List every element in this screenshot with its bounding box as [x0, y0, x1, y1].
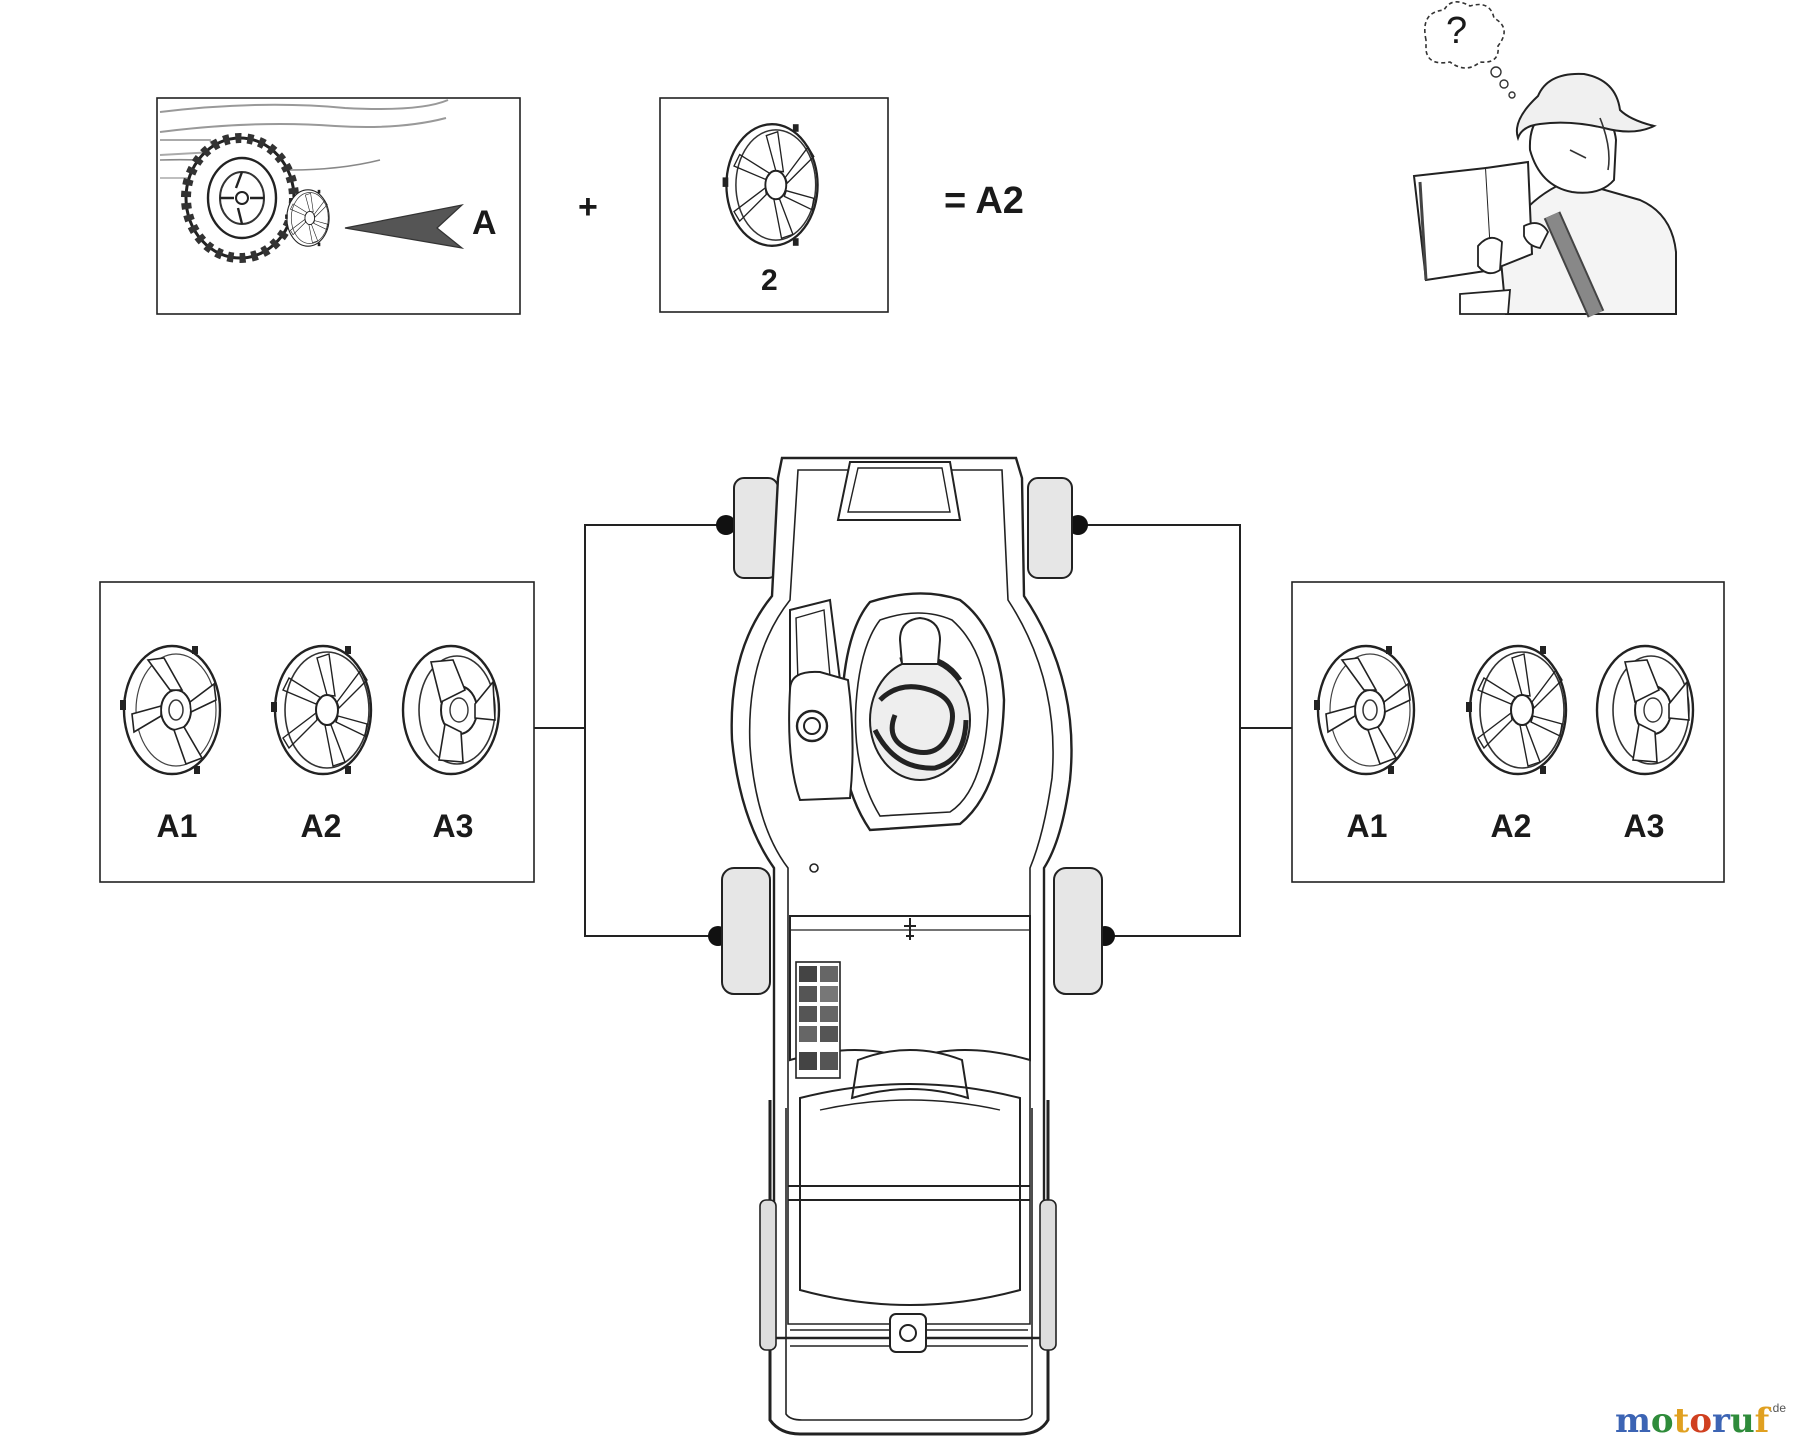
reader-figure-illustration — [1412, 1, 1677, 318]
wheel-rear-left — [721, 867, 771, 995]
right-option-a3-label: A3 — [1623, 808, 1665, 844]
wheel-front-left — [733, 477, 779, 579]
callout-wheel-box — [156, 97, 521, 315]
motoruf-watermark: motoruf.de — [1615, 1401, 1786, 1441]
left-option-a1-label: A1 — [156, 808, 198, 844]
wheel-front-right — [1027, 477, 1073, 579]
result-label: = A2 — [944, 180, 1024, 222]
watermark-letter: r — [1712, 1401, 1730, 1441]
pointer-arrow — [344, 204, 465, 249]
watermark-letter: f — [1754, 1401, 1770, 1441]
right-option-a1-label: A1 — [1346, 808, 1388, 844]
wheel-rear-right — [1053, 867, 1103, 995]
left-option-a3-label: A3 — [432, 808, 474, 844]
plus-sign: + — [578, 188, 598, 226]
connector-lines — [534, 524, 1292, 937]
watermark-letter: o — [1650, 1401, 1674, 1441]
callout-hubcap-box — [659, 97, 889, 313]
lawnmower-top-view — [721, 456, 1103, 1436]
watermark-letter: u — [1729, 1401, 1755, 1441]
watermark-letter: t — [1673, 1401, 1690, 1441]
watermark-letter: m — [1614, 1401, 1651, 1441]
right-option-a2-label: A2 — [1490, 808, 1532, 844]
lawnmower-wheel — [181, 133, 299, 263]
hubcap-number: 2 — [761, 264, 778, 297]
watermark-letter: o — [1689, 1401, 1713, 1441]
right-options-box — [1291, 581, 1725, 883]
watermark-tld: .de — [1769, 1401, 1786, 1415]
left-option-a2-label: A2 — [300, 808, 342, 844]
thought-question-mark: ? — [1446, 10, 1468, 52]
engine — [788, 592, 1006, 832]
warning-label — [795, 961, 841, 1079]
left-options-box — [99, 581, 535, 883]
pointer-label: A — [472, 204, 497, 242]
